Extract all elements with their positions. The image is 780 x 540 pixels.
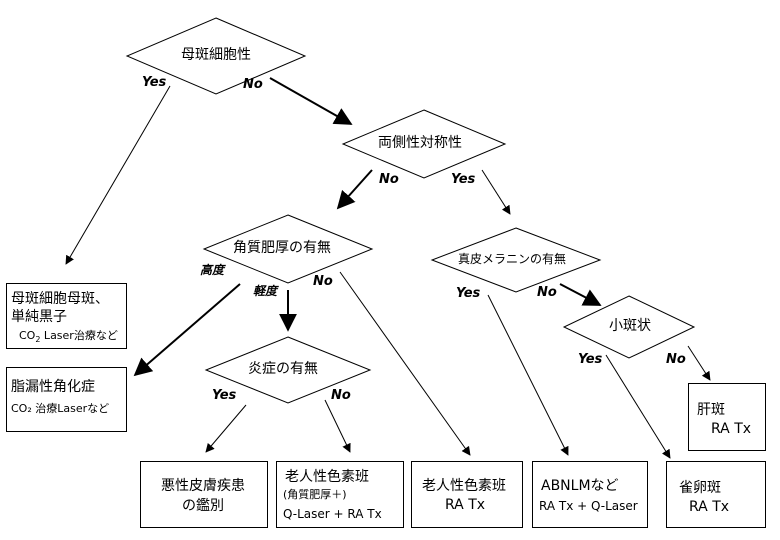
decision-small-spots-label: 小斑状 [609, 318, 651, 334]
arrow-melanin-no [559, 283, 602, 306]
outcome-nevus-line3-pre: CO [19, 329, 36, 342]
decision-hyperkeratosis [202, 214, 374, 284]
outcome-seb-keratosis-line2: CO₂ 治療Laserなど [11, 402, 110, 415]
decision-hyperkeratosis-label: 角質肥厚の有無 [233, 240, 331, 256]
outcome-senile-mild-line1: 老人性色素班 [285, 469, 369, 485]
outcome-nevus-box: 母斑細胞母斑、 単純黒子 CO2 Laser治療など [6, 283, 127, 349]
arrow-symmetry-yes [481, 169, 511, 215]
edge-label-inflam-yes: Yes [212, 388, 237, 403]
outcome-nevus-line3: CO2 Laser治療など [19, 330, 118, 344]
outcome-malignant-line2: の鑑別 [182, 498, 224, 514]
edge-label-small-yes: Yes [578, 352, 603, 367]
outcome-melasma-line1: 肝斑 [697, 402, 725, 418]
outcome-malignant-line1: 悪性皮膚疾患 [161, 478, 245, 494]
arrow-hyper-high [133, 283, 241, 377]
decision-nevus-cell [125, 17, 307, 95]
arrow-inflam-no [324, 399, 351, 453]
outcome-freckles-box: 雀卵斑 RA Tx [666, 461, 766, 528]
edge-label-hyper-mild: 軽度 [253, 284, 278, 298]
outcome-abnlm-line1: ABNLMなど [541, 478, 619, 494]
edge-label-melanin-no: No [537, 285, 557, 300]
outcome-senile-mild-line2: (角質肥厚＋) [283, 488, 347, 501]
outcome-nevus-line1: 母斑細胞母斑、 [11, 291, 109, 307]
arrow-nevus-no [269, 77, 353, 125]
outcome-freckles-line1: 雀卵斑 [679, 480, 721, 496]
decision-symmetry-label: 両側性対称性 [378, 135, 462, 151]
outcome-abnlm-box: ABNLMなど RA Tx + Q-Laser [532, 461, 648, 528]
arrow-nevus-yes [65, 85, 171, 265]
outcome-senile-none-line1: 老人性色素班 [422, 478, 506, 494]
arrow-hyper-none [339, 271, 471, 456]
edge-label-nevus-yes: Yes [142, 75, 167, 90]
outcome-nevus-line3-sub: 2 [35, 335, 41, 345]
outcome-freckles-line2: RA Tx [689, 499, 730, 515]
decision-small-spots [562, 295, 696, 359]
outcome-senile-none-line2: RA Tx [445, 497, 486, 513]
arrow-inflam-yes [205, 404, 247, 453]
outcome-senile-mild-box: 老人性色素班 (角質肥厚＋) Q-Laser + RA Tx [276, 461, 404, 528]
edge-label-hyper-high: 高度 [200, 263, 225, 277]
decision-nevus-cell-label: 母斑細胞性 [181, 47, 251, 63]
decision-inflammation-label: 炎症の有無 [248, 361, 318, 377]
outcome-malignant-box: 悪性皮膚疾患 の鑑別 [140, 461, 268, 528]
outcome-seb-keratosis-line1: 脂漏性角化症 [11, 379, 95, 395]
outcome-seb-keratosis-box: 脂漏性角化症 CO₂ 治療Laserなど [6, 367, 127, 432]
edge-label-inflam-no: No [331, 388, 351, 403]
arrow-melanin-yes [487, 294, 569, 456]
edge-label-hyper-no: No [313, 274, 333, 289]
outcome-abnlm-line2: RA Tx + Q-Laser [539, 499, 638, 513]
decision-inflammation [204, 336, 372, 404]
arrow-symmetry-no [336, 169, 373, 210]
outcome-melasma-box: 肝斑 RA Tx [688, 383, 766, 451]
edge-label-melanin-yes: Yes [456, 286, 481, 301]
arrow-small-yes [605, 354, 671, 459]
arrow-small-no [687, 345, 711, 381]
outcome-nevus-line3-post: Laser治療など [40, 329, 118, 342]
decision-dermal-melanin [430, 227, 602, 293]
edge-label-nevus-no: No [243, 77, 263, 92]
decision-symmetry [341, 109, 507, 179]
outcome-melasma-line2: RA Tx [711, 421, 752, 437]
outcome-nevus-line2: 単純黒子 [11, 309, 67, 325]
outcome-senile-none-box: 老人性色素班 RA Tx [411, 461, 523, 528]
edge-label-symmetry-no: No [379, 172, 399, 187]
edge-label-symmetry-yes: Yes [451, 172, 476, 187]
decision-dermal-melanin-label: 真皮メラニンの有無 [458, 252, 567, 266]
outcome-senile-mild-line3: Q-Laser + RA Tx [283, 507, 382, 521]
edge-label-small-no: No [666, 352, 686, 367]
